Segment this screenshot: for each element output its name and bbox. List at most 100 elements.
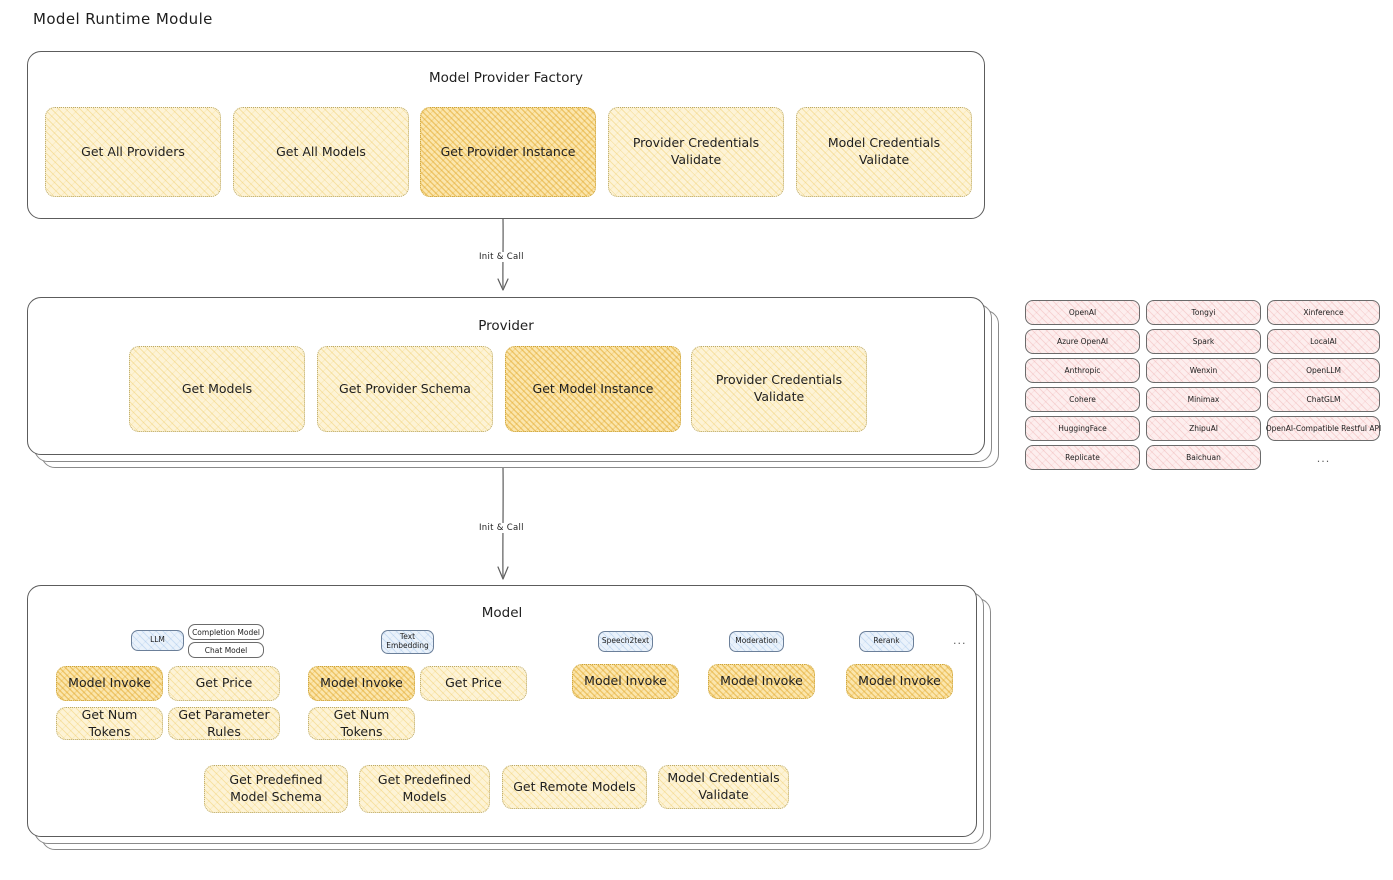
provider-box-label: Get Models xyxy=(181,380,253,396)
method-label: Get Predefined Model Schema xyxy=(229,772,323,804)
factory-box-get-all-models[interactable]: Get All Models xyxy=(233,107,409,197)
factory-box-label: Get All Providers xyxy=(81,143,185,159)
provider-panel: Provider Get Models Get Provider Schema … xyxy=(27,297,985,455)
provider-chip-label: Spark xyxy=(1192,337,1215,346)
rerank-method-model-invoke[interactable]: Model Invoke xyxy=(846,664,953,699)
text-embedding-method-get-price[interactable]: Get Price xyxy=(420,666,527,701)
provider-chip-label: OpenLLM xyxy=(1306,366,1341,375)
method-label: Get Price xyxy=(445,675,502,691)
provider-chip-chatglm[interactable]: ChatGLM xyxy=(1267,387,1380,412)
llm-method-get-num-tokens[interactable]: Get Num Tokens xyxy=(56,707,163,740)
model-type-chip-moderation[interactable]: Moderation xyxy=(729,631,784,652)
provider-chip-huggingface[interactable]: HuggingFace xyxy=(1025,416,1140,441)
provider-box-get-model-instance[interactable]: Get Model Instance xyxy=(505,346,681,432)
provider-box-label: Get Model Instance xyxy=(532,380,654,396)
provider-box-get-provider-schema[interactable]: Get Provider Schema xyxy=(317,346,493,432)
model-type-chip-llm[interactable]: LLM xyxy=(131,630,184,651)
provider-chip-label: Baichuan xyxy=(1186,453,1221,462)
factory-box-get-all-providers[interactable]: Get All Providers xyxy=(45,107,221,197)
model-type-chip-rerank[interactable]: Rerank xyxy=(859,631,914,652)
model-type-chip-text-embedding[interactable]: Text Embedding xyxy=(381,630,434,654)
model-provider-factory-panel: Model Provider Factory Get All Providers… xyxy=(27,51,985,219)
model-type-label: Moderation xyxy=(735,636,778,646)
provider-chip-label: Xinference xyxy=(1303,308,1344,317)
provider-chip-label: Wenxin xyxy=(1189,366,1218,375)
shared-method-get-predefined-model-schema[interactable]: Get Predefined Model Schema xyxy=(204,765,348,813)
provider-chip-cohere[interactable]: Cohere xyxy=(1025,387,1140,412)
provider-box-label: Provider Credentials Validate xyxy=(715,372,843,404)
method-label: Model Invoke xyxy=(68,675,151,691)
llm-method-get-price[interactable]: Get Price xyxy=(168,666,280,701)
method-label: Model Invoke xyxy=(584,673,667,689)
provider-chip-label: LocalAI xyxy=(1310,337,1337,346)
method-label: Get Parameter Rules xyxy=(178,706,270,739)
text-embedding-method-get-num-tokens[interactable]: Get Num Tokens xyxy=(308,707,415,740)
factory-box-model-credentials-validate[interactable]: Model Credentials Validate xyxy=(796,107,972,197)
factory-box-get-provider-instance[interactable]: Get Provider Instance xyxy=(420,107,596,197)
provider-chip-label: OpenAI xyxy=(1068,308,1097,317)
model-tag-completion-model[interactable]: Completion Model xyxy=(188,624,264,640)
model-title: Model xyxy=(481,605,523,621)
moderation-method-model-invoke[interactable]: Model Invoke xyxy=(708,664,815,699)
provider-chip-xinference[interactable]: Xinference xyxy=(1267,300,1380,325)
provider-chip-baichuan[interactable]: Baichuan xyxy=(1146,445,1261,470)
method-label: Get Predefined Models xyxy=(377,772,472,804)
provider-chip-azure-openai[interactable]: Azure OpenAI xyxy=(1025,329,1140,354)
provider-chip-label: HuggingFace xyxy=(1058,424,1107,433)
model-tag-label: Completion Model xyxy=(192,627,260,637)
text-embedding-method-model-invoke[interactable]: Model Invoke xyxy=(308,666,415,701)
model-panel: Model LLM Completion Model Chat Model Mo… xyxy=(27,585,977,837)
provider-box-provider-credentials-validate[interactable]: Provider Credentials Validate xyxy=(691,346,867,432)
method-label: Get Remote Models xyxy=(513,778,636,794)
provider-chip-wenxin[interactable]: Wenxin xyxy=(1146,358,1261,383)
factory-box-provider-credentials-validate[interactable]: Provider Credentials Validate xyxy=(608,107,784,197)
factory-box-label: Get All Models xyxy=(276,143,366,159)
model-tag-label: Chat Model xyxy=(204,645,248,655)
provider-chip-zhipuai[interactable]: ZhipuAI xyxy=(1146,416,1261,441)
provider-chip-label: ChatGLM xyxy=(1306,395,1341,404)
provider-chip-openai-compatible-restful-api[interactable]: OpenAI-Compatible Restful API xyxy=(1266,416,1381,441)
provider-chip-localai[interactable]: LocalAI xyxy=(1267,329,1380,354)
shared-method-model-credentials-validate[interactable]: Model Credentials Validate xyxy=(658,765,789,809)
provider-list: OpenAI Azure OpenAI Anthropic Cohere Hug… xyxy=(1025,300,1381,475)
provider-box-label: Get Provider Schema xyxy=(339,380,471,396)
method-label: Get Price xyxy=(195,675,253,691)
speech2text-method-model-invoke[interactable]: Model Invoke xyxy=(572,664,679,699)
provider-chip-label: Azure OpenAI xyxy=(1056,337,1109,346)
provider-chip-tongyi[interactable]: Tongyi xyxy=(1146,300,1261,325)
method-label: Model Invoke xyxy=(320,675,403,691)
model-type-label: Speech2text xyxy=(601,636,650,646)
provider-chip-label: Cohere xyxy=(1069,395,1096,404)
method-label: Model Credentials Validate xyxy=(667,770,780,802)
provider-list-more: ... xyxy=(1316,452,1331,465)
provider-chip-spark[interactable]: Spark xyxy=(1146,329,1261,354)
provider-chip-label: Minimax xyxy=(1187,395,1220,404)
connector-bottom-label: Init & Call xyxy=(476,523,527,533)
provider-chip-openai[interactable]: OpenAI xyxy=(1025,300,1140,325)
model-tag-chat-model[interactable]: Chat Model xyxy=(188,642,264,658)
shared-method-get-predefined-models[interactable]: Get Predefined Models xyxy=(359,765,490,813)
provider-chip-label: ZhipuAI xyxy=(1189,424,1218,433)
factory-box-label: Model Credentials Validate xyxy=(827,135,941,167)
shared-method-get-remote-models[interactable]: Get Remote Models xyxy=(502,765,647,809)
method-label: Get Num Tokens xyxy=(81,706,138,739)
method-label: Model Invoke xyxy=(720,673,803,689)
model-type-chip-speech2text[interactable]: Speech2text xyxy=(598,631,653,652)
provider-chip-anthropic[interactable]: Anthropic xyxy=(1025,358,1140,383)
method-label: Model Invoke xyxy=(858,673,941,689)
page-title: Model Runtime Module xyxy=(33,10,213,28)
llm-method-model-invoke[interactable]: Model Invoke xyxy=(56,666,163,701)
factory-box-label: Provider Credentials Validate xyxy=(632,135,760,167)
provider-chip-label: Tongyi xyxy=(1191,308,1216,317)
model-type-label: LLM xyxy=(150,635,165,645)
model-provider-factory-title: Model Provider Factory xyxy=(428,70,583,86)
provider-box-get-models[interactable]: Get Models xyxy=(129,346,305,432)
llm-method-get-parameter-rules[interactable]: Get Parameter Rules xyxy=(168,707,280,740)
provider-chip-openllm[interactable]: OpenLLM xyxy=(1267,358,1380,383)
provider-chip-label: Anthropic xyxy=(1064,366,1101,375)
provider-chip-replicate[interactable]: Replicate xyxy=(1025,445,1140,470)
provider-chip-minimax[interactable]: Minimax xyxy=(1146,387,1261,412)
provider-chip-label: Replicate xyxy=(1065,453,1100,462)
method-label: Get Num Tokens xyxy=(333,706,390,739)
factory-box-label: Get Provider Instance xyxy=(440,143,576,159)
